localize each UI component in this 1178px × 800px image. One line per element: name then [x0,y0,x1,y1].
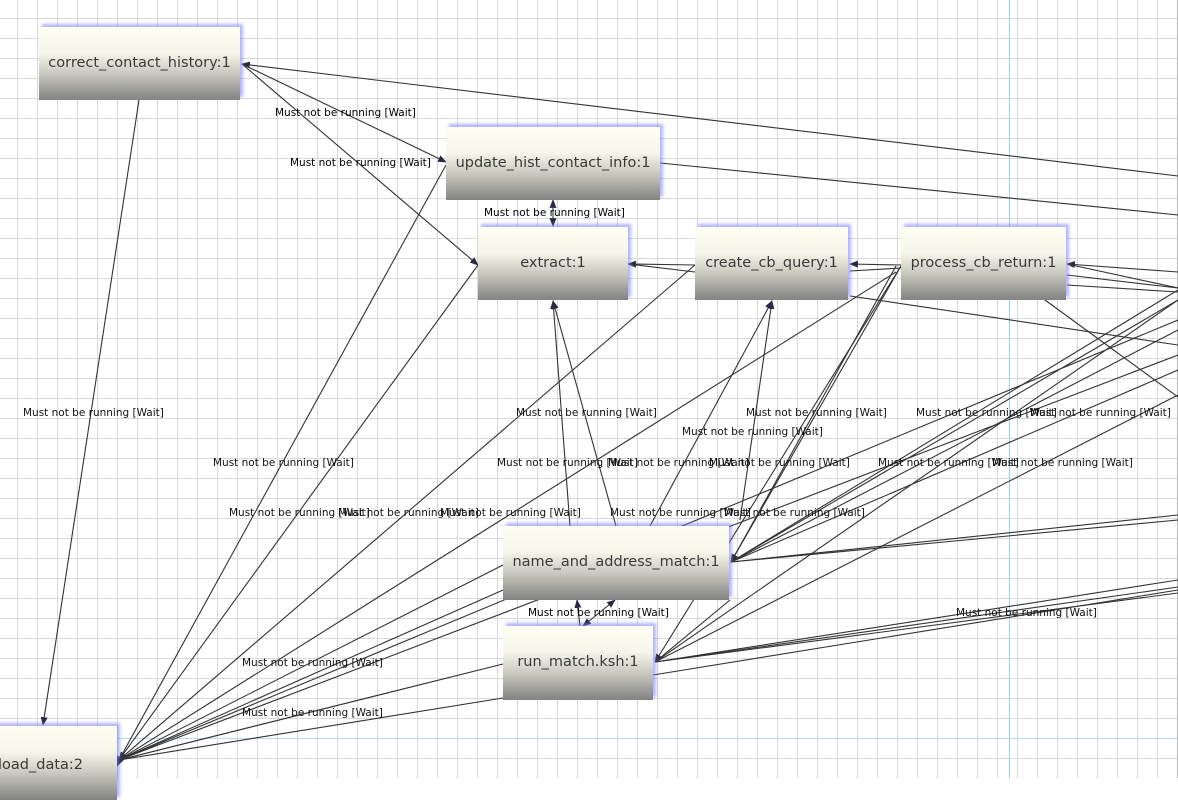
dependency-edge[interactable] [574,599,582,627]
horizontal-guide-line [0,738,1178,739]
dependency-edge[interactable] [1066,284,1178,293]
dependency-edge[interactable] [627,263,696,273]
edges-layer [40,61,1178,769]
dependency-edge[interactable] [654,592,1178,663]
vertical-guide-line [1009,0,1010,778]
job-node-name-and-address-match[interactable]: name_and_address_match:1 [503,526,729,600]
edge-label: Must not be running [Wait] [516,407,657,419]
dependency-edge[interactable] [118,564,504,761]
dependency-edge[interactable] [730,369,1178,563]
dependency-edge[interactable] [654,299,1178,663]
edge-label: Must not be running [Wait] [724,507,865,519]
dependency-edge[interactable] [659,162,1178,216]
node-label: update_hist_contact_info:1 [455,154,651,171]
dependency-edge[interactable] [118,264,479,761]
edge-label: Must not be running [Wait] [608,457,749,469]
dependency-edge[interactable] [241,63,479,266]
node-label: load_data:2 [0,757,84,773]
edge-label: Must not be running [Wait] [213,457,354,469]
job-node-run-match-ksh[interactable]: run_match.ksh:1 [503,626,653,700]
edge-label: Must not be running [Wait] [290,157,431,169]
edge-label: Must not be running [Wait] [709,457,850,469]
dependency-edge[interactable] [654,599,731,663]
dependency-edge[interactable] [730,329,1178,563]
dependency-edge[interactable] [241,63,447,163]
edge-label: Must not be running [Wait] [242,657,383,669]
dependency-edge[interactable] [1066,261,1178,273]
dependency-edge[interactable] [1044,299,1178,398]
edge-label: Must not be running [Wait] [338,507,479,519]
dependency-edge[interactable] [654,586,1178,663]
dependency-edge[interactable] [649,300,773,527]
edge-label: Must not be running [Wait] [528,607,669,619]
dependency-edge[interactable] [730,265,902,563]
node-label: name_and_address_match:1 [512,554,720,570]
node-label: correct_contact_history:1 [48,54,231,71]
dependency-edge[interactable] [627,260,696,268]
dependency-edge[interactable] [550,300,571,527]
dependency-edge[interactable] [739,300,775,521]
dependency-edge[interactable] [849,267,902,272]
edge-label: Must not be running [Wait] [682,426,823,438]
dependency-edge[interactable] [118,589,504,761]
edge-label: Must not be running [Wait] [956,607,1097,619]
edge-label: Must not be running [Wait] [610,507,751,519]
dependency-edge[interactable] [730,265,897,563]
edge-label: Must not be running [Wait] [1030,407,1171,419]
dependency-edge[interactable] [1066,274,1178,289]
edge-label: Must not be running [Wait] [992,457,1133,469]
edge-label: Must not be running [Wait] [484,207,625,219]
edge-label: Must not be running [Wait] [746,407,887,419]
dependency-edge[interactable] [241,61,1178,177]
dependency-edge[interactable] [551,300,617,527]
edge-label: Must not be running [Wait] [440,507,581,519]
dependency-edge[interactable] [118,663,504,761]
node-label: process_cb_return:1 [910,254,1057,271]
job-node-extract[interactable]: extract:1 [478,227,628,300]
job-node-process-cb-return[interactable]: process_cb_return:1 [901,227,1066,300]
job-node-create-cb-query[interactable]: create_cb_query:1 [695,227,848,300]
dependency-edge[interactable] [849,260,902,268]
dependency-edge[interactable] [118,164,447,761]
job-node-correct-contact-history[interactable]: correct_contact_history:1 [39,27,240,100]
dependency-edge[interactable] [118,271,897,761]
dependency-edge[interactable] [652,589,1178,676]
dependency-edge[interactable] [730,289,1178,563]
dependency-edge[interactable] [654,579,1178,663]
edge-label: Must not be running [Wait] [878,457,1019,469]
dependency-edge[interactable] [849,295,1178,346]
dependency-edge[interactable] [730,299,1178,563]
job-node-load-data[interactable]: load_data:2 [0,726,117,800]
dependency-edge[interactable] [730,514,1178,563]
dependency-edge[interactable] [40,99,140,726]
dependency-edge[interactable] [582,599,616,627]
dependency-edge[interactable] [730,519,1178,563]
edge-label: Must not be running [Wait] [916,407,1057,419]
dependency-edge[interactable] [654,394,1178,663]
node-label: extract:1 [520,254,586,271]
dependency-edge[interactable] [1066,263,1178,289]
node-label: create_cb_query:1 [705,254,838,271]
edge-label: Must not be running [Wait] [242,707,383,719]
edge-label: Must not be running [Wait] [23,407,164,419]
edge-label: Must not be running [Wait] [275,107,416,119]
dependency-edge[interactable] [118,697,504,761]
node-label: run_match.ksh:1 [517,654,639,670]
edge-label: Must not be running [Wait] [229,507,370,519]
edge-label: Must not be running [Wait] [497,457,638,469]
dependency-edge[interactable] [118,264,696,761]
job-node-update-hist-contact-info[interactable]: update_hist_contact_info:1 [446,127,660,200]
